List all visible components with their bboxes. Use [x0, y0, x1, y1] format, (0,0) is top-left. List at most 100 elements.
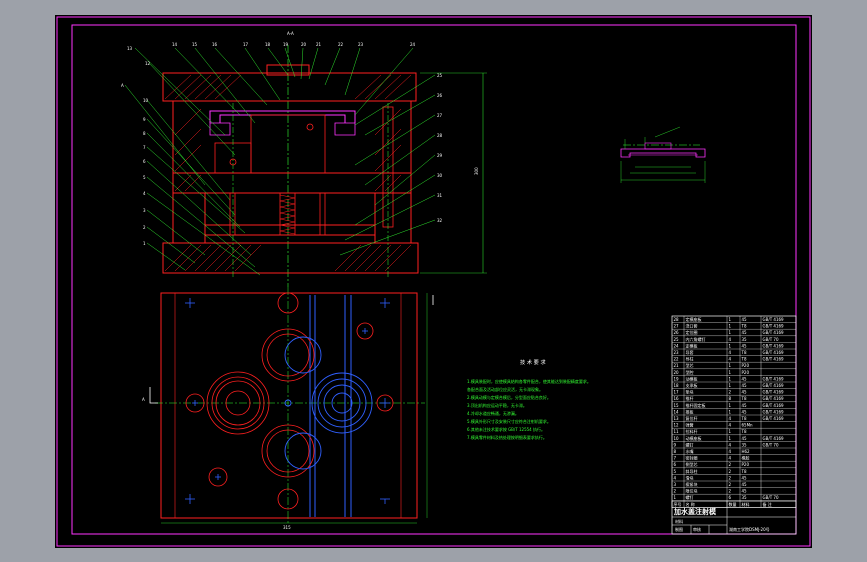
- svg-text:9: 9: [143, 117, 146, 122]
- svg-text:27: 27: [437, 113, 443, 118]
- parts-cell: 楔紧块: [686, 481, 698, 487]
- svg-text:24: 24: [410, 42, 416, 47]
- parts-cell: 45: [742, 475, 748, 480]
- svg-text:32: 32: [437, 218, 443, 223]
- parts-cell: 2: [674, 489, 677, 494]
- parts-cell: H62: [742, 449, 751, 454]
- parts-cell: 23: [674, 350, 680, 355]
- svg-text:23: 23: [358, 42, 364, 47]
- parts-cell: 侧型芯: [686, 461, 698, 467]
- parts-cell: 斜导柱: [686, 468, 698, 474]
- parts-cell: 弹簧: [686, 422, 694, 428]
- tech-line-4: 3.顶出机构应运动平稳，无卡滞。: [467, 402, 527, 408]
- tech-line-5: 4.冷却水道应畅通，无渗漏。: [467, 410, 519, 416]
- tech-heading: 技 术 要 求: [520, 358, 547, 366]
- parts-cell: 1: [729, 403, 732, 408]
- parts-cell: 型芯: [686, 362, 694, 368]
- parts-cell: GB/T 4169: [763, 436, 785, 441]
- parts-cell: 45: [742, 436, 748, 441]
- tech-line-6: 5.模具外形尺寸及安装尺寸应符合注射机要求。: [467, 418, 551, 424]
- parts-cell: 4: [729, 456, 732, 461]
- parts-cell: 水嘴: [686, 448, 694, 454]
- parts-cell: 14: [674, 409, 680, 414]
- parts-cell: 45: [742, 317, 748, 322]
- parts-cell: 9: [674, 442, 677, 447]
- parts-cell: T8: [741, 469, 747, 474]
- section-mark: A-A: [287, 31, 294, 36]
- parts-cell: 26: [674, 330, 680, 335]
- parts-cell: 7: [674, 456, 677, 461]
- title-block: 加水盖注射模 湖南工学院DSMJ-20号 材料 制图 审核: [671, 500, 797, 535]
- parts-cell: 45: [742, 390, 748, 395]
- parts-cell: 内六角螺钉: [686, 336, 706, 342]
- parts-header-cell: 序号: [674, 501, 682, 507]
- parts-cell: T8: [741, 350, 747, 355]
- parts-cell: GB/T 4169: [763, 376, 785, 381]
- parts-cell: 45: [742, 489, 748, 494]
- svg-text:30: 30: [437, 173, 443, 178]
- parts-cell: 45: [742, 383, 748, 388]
- parts-cell: GB/T 4169: [763, 343, 785, 348]
- parts-cell: 28: [674, 317, 680, 322]
- parts-cell: 复位杆: [686, 415, 698, 421]
- parts-cell: 19: [674, 376, 680, 381]
- tech-line-8: 7.模具零件材料及热处理按明细表要求执行。: [467, 434, 547, 440]
- parts-cell: 浇口套: [686, 323, 698, 329]
- parts-cell: GB/T 4169: [763, 383, 785, 388]
- tech-line-1: 1.模具装配时，应使模具结构各零件配合，使其能达到装配精度要求。: [467, 378, 591, 384]
- svg-text:21: 21: [316, 42, 322, 47]
- svg-text:1: 1: [143, 241, 146, 246]
- parts-cell: 22: [674, 357, 680, 362]
- parts-cell: GB/T 4169: [763, 390, 785, 395]
- dim-height-label: 300: [474, 167, 479, 175]
- parts-cell: 2: [729, 390, 732, 395]
- parts-cell: 4: [729, 350, 732, 355]
- inner-border: [71, 24, 797, 535]
- svg-text:3: 3: [143, 208, 146, 213]
- svg-text:31: 31: [437, 193, 443, 198]
- parts-cell: GB/T 4169: [763, 403, 785, 408]
- parts-cell: 10: [674, 436, 680, 441]
- parts-cell: GB/T 70: [763, 442, 779, 447]
- svg-text:12: 12: [145, 61, 151, 66]
- parts-cell: 1: [729, 324, 732, 329]
- tb-row-mid: 制图: [675, 526, 683, 532]
- parts-cell: 2: [729, 462, 732, 467]
- svg-text:20: 20: [301, 42, 307, 47]
- parts-cell: 35: [742, 442, 748, 447]
- parts-cell: 16: [674, 396, 680, 401]
- tech-line-7: 6.其他未注技术要求按 GB/T 12554 执行。: [467, 426, 545, 432]
- parts-cell: 45: [742, 343, 748, 348]
- parts-cell: 4: [729, 449, 732, 454]
- parts-header-cell: 材料: [742, 501, 750, 507]
- parts-cell: 2: [729, 475, 732, 480]
- parts-cell: 1: [729, 317, 732, 322]
- parts-cell: T8: [741, 324, 747, 329]
- parts-cell: 1: [674, 495, 677, 500]
- parts-cell: GB/T 4169: [763, 357, 785, 362]
- parts-cell: 4: [674, 475, 677, 480]
- parts-cell: 支承板: [686, 382, 698, 388]
- svg-text:4: 4: [143, 191, 146, 196]
- parts-cell: P20: [742, 462, 750, 467]
- parts-cell: GB/T 4169: [763, 409, 785, 414]
- parts-cell: 27: [674, 324, 680, 329]
- parts-cell: 导套: [686, 349, 694, 355]
- svg-text:5: 5: [143, 175, 146, 180]
- svg-text:19: 19: [283, 42, 289, 47]
- parts-cell: 1: [729, 363, 732, 368]
- parts-cell: P20: [742, 363, 750, 368]
- svg-text:18: 18: [265, 42, 271, 47]
- parts-cell: 定模座板: [686, 316, 702, 322]
- parts-cell: 35: [742, 337, 748, 342]
- parts-cell: 定模板: [686, 342, 698, 348]
- parts-cell: GB/T 4169: [763, 324, 785, 329]
- parts-cell: GB/T 4169: [763, 396, 785, 401]
- parts-cell: 4: [729, 357, 732, 362]
- parts-cell: 6: [729, 495, 732, 500]
- svg-text:25: 25: [437, 73, 443, 78]
